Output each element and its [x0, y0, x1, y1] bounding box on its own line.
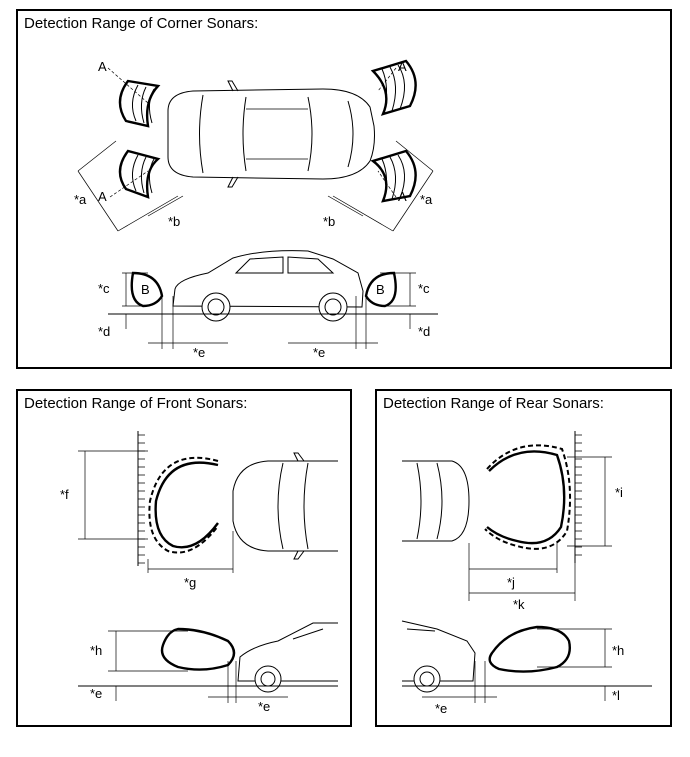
label-dim-k: *k — [513, 597, 525, 612]
label-dim-i: *i — [615, 485, 623, 500]
label-dim-l: *l — [612, 688, 620, 703]
label-dim-j: *j — [507, 575, 515, 590]
corner-zone-front-right — [370, 59, 417, 203]
label-dim-g: *g — [184, 575, 196, 590]
label-dim-e-left: *e — [193, 345, 205, 360]
label-dim-b-left: *b — [168, 214, 180, 229]
zone-side-front — [160, 627, 236, 671]
label-a-front-right: A — [398, 59, 407, 74]
dimension-lines-top — [77, 140, 434, 232]
label-a-rear-right: A — [398, 189, 407, 204]
front-sonars-title: Detection Range of Front Sonars: — [24, 395, 248, 412]
dimension-lines-side — [122, 272, 416, 349]
label-dim-h: *h — [90, 643, 102, 658]
label-dim-c-right: *c — [418, 281, 430, 296]
label-dim-a-left: *a — [74, 192, 87, 207]
car-front-top-view — [232, 452, 338, 560]
label-dim-e-left: *e — [90, 686, 102, 701]
label-dim-b-right: *b — [323, 214, 335, 229]
zone-b-right — [364, 271, 397, 308]
label-dim-e-rear: *e — [435, 701, 447, 716]
label-dim-e-right: *e — [258, 699, 270, 714]
zone-side-rear — [488, 625, 571, 673]
label-dim-e-right: *e — [313, 345, 325, 360]
rear-sonars-title: Detection Range of Rear Sonars: — [383, 395, 604, 412]
zone-rear-inner-solid — [486, 450, 566, 545]
zone-inner-solid — [154, 461, 219, 549]
corner-sonars-panel: Detection Range of Corner Sonars: — [16, 9, 672, 369]
zone-b-left — [130, 271, 164, 308]
rear-sonars-diagram: *i *j *k *h *e *l — [401, 431, 652, 716]
label-dim-f: *f — [60, 487, 69, 502]
dimension-lines-front-side — [108, 630, 288, 703]
zone-rear-outer-dashed — [484, 444, 572, 550]
dimension-lines-rear-top — [468, 456, 612, 601]
car-top-view — [167, 80, 375, 188]
car-rear-top-view — [402, 460, 470, 542]
zone-outer-dashed — [148, 456, 219, 554]
car-rear-side-view — [401, 620, 476, 693]
front-sonars-panel: Detection Range of Front Sonars: *f *g — [16, 389, 352, 727]
corner-sonars-diagram: A A A A *a *b *b *a — [74, 59, 438, 360]
front-sonars-diagram: *f *g *h *e *e — [60, 431, 338, 714]
label-dim-a-right: *a — [420, 192, 433, 207]
label-b-right: B — [376, 282, 385, 297]
rear-sonars-panel: Detection Range of Rear Sonars: *i *j *k — [375, 389, 672, 727]
corner-sonars-title: Detection Range of Corner Sonars: — [24, 15, 259, 32]
wall-rear — [574, 431, 582, 563]
label-dim-d-left: *d — [98, 324, 110, 339]
label-b-left: B — [141, 282, 150, 297]
dimension-lines-front-top — [78, 450, 234, 573]
car-front-side-view — [237, 622, 338, 693]
label-a-rear-left: A — [98, 189, 107, 204]
label-dim-c-left: *c — [98, 281, 110, 296]
label-dim-d-right: *d — [418, 324, 430, 339]
corner-zone-front-left — [118, 79, 161, 199]
dimension-lines-rear-side — [422, 628, 612, 703]
car-side-view — [172, 250, 364, 322]
label-a-front-left: A — [98, 59, 107, 74]
label-dim-h-rear: *h — [612, 643, 624, 658]
